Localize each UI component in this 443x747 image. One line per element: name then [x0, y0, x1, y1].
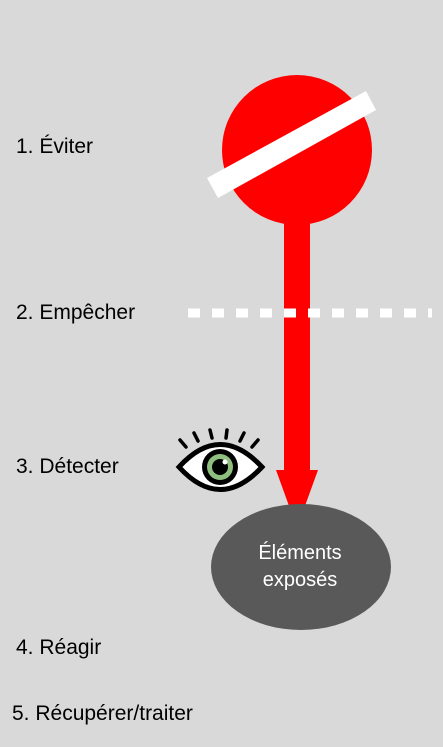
- exposed-elements-line1: Éléments: [258, 542, 342, 564]
- step-avoid-label: 1. Éviter: [16, 135, 94, 158]
- exposed-elements-line2: exposés: [262, 569, 338, 591]
- exposed-elements-node: [211, 504, 391, 630]
- threat-arrow-shaft: [284, 200, 310, 490]
- no-entry-icon: [207, 75, 376, 225]
- exposed-elements-label: Éléments exposés: [215, 540, 385, 594]
- eye-icon: [175, 428, 266, 492]
- step-recover-label: 5. Récupérer/traiter: [12, 702, 193, 725]
- step-prevent-label: 2. Empêcher: [16, 301, 136, 324]
- step-detect-label: 3. Détecter: [16, 455, 119, 478]
- threat-arrow-head: [276, 470, 318, 528]
- step-react-label: 4. Réagir: [16, 636, 102, 659]
